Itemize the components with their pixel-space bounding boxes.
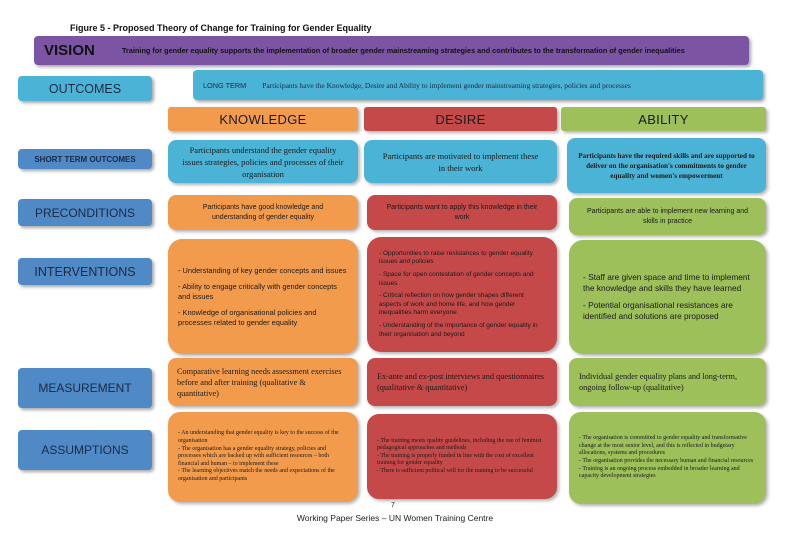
short-term-ability: Participants have the required skills an…	[567, 138, 766, 193]
outcomes-label: OUTCOMES	[18, 76, 152, 101]
short-term-outcomes-label: SHORT TERM OUTCOMES	[18, 149, 152, 169]
intervention-item: - Critical reflection on how gender shap…	[379, 292, 524, 317]
page-number: 7	[391, 502, 395, 509]
precondition-ability: Participants are able to implement new l…	[569, 198, 766, 235]
column-header-ability: ABILITY	[561, 107, 766, 131]
short-term-knowledge: Participants understand the gender equal…	[168, 140, 358, 183]
assumption-item: - The learning objectives match the need…	[178, 468, 335, 482]
intervention-item: - Opportunities to raise resistances to …	[379, 249, 533, 266]
assumption-item: - The organisation has a gender equality…	[178, 445, 330, 467]
measurement-knowledge: Comparative learning needs assessment ex…	[168, 358, 358, 406]
vision-text: Training for gender equality supports th…	[122, 46, 685, 55]
footer-text: Working Paper Series – UN Women Training…	[296, 513, 494, 523]
vision-bar: VISION Training for gender equality supp…	[34, 36, 749, 65]
intervention-item: - Knowledge of organisational policies a…	[178, 307, 317, 327]
interventions-knowledge: - Understanding of key gender concepts a…	[168, 239, 358, 354]
preconditions-label: PRECONDITIONS	[18, 199, 152, 226]
assumption-item: - An understanding that gender equality …	[178, 430, 339, 445]
assumptions-label: ASSUMPTIONS	[18, 430, 152, 470]
assumption-item: - The organisation is committed to gende…	[579, 435, 747, 457]
assumption-item: - The organisation provides the necessar…	[579, 458, 754, 464]
intervention-item: - Space for open contestation of gender …	[379, 271, 534, 287]
long-term-text: Participants have the Knowledge, Desire …	[262, 80, 631, 90]
interventions-ability: - Staff are given space and time to impl…	[569, 240, 766, 354]
intervention-item: - Potential organisational resistances a…	[583, 300, 733, 321]
intervention-item: - Staff are given space and time to impl…	[583, 272, 750, 293]
long-term-tag: LONG TERM	[203, 80, 247, 90]
interventions-desire: - Opportunities to raise resistances to …	[367, 237, 557, 352]
column-header-knowledge: KNOWLEDGE	[168, 107, 358, 131]
precondition-knowledge: Participants have good knowledge and und…	[168, 195, 358, 230]
interventions-label: INTERVENTIONS	[18, 258, 152, 285]
assumption-item: - The training is properly funded in lin…	[377, 452, 534, 467]
assumption-item: - The training meets quality guidelines,…	[377, 437, 542, 452]
intervention-item: - Understanding of the importance of gen…	[379, 321, 538, 338]
intervention-item: - Ability to engage critically with gend…	[178, 281, 337, 301]
figure-title: Figure 5 - Proposed Theory of Change for…	[70, 23, 372, 33]
assumptions-ability: - The organisation is committed to gende…	[569, 412, 766, 504]
short-term-desire: Participants are motivated to implement …	[364, 140, 557, 183]
measurement-label: MEASUREMENT	[18, 368, 152, 408]
measurement-ability: Individual gender equality plans and lon…	[569, 358, 766, 406]
measurement-desire: Ex-ante and ex-post interviews and quest…	[367, 358, 557, 406]
precondition-desire: Participants want to apply this knowledg…	[367, 195, 557, 230]
assumptions-desire: - The training meets quality guidelines,…	[367, 414, 557, 499]
assumption-item: - Training is an ongoing process embedde…	[579, 465, 740, 480]
long-term-outcome: LONG TERM Participants have the Knowledg…	[193, 70, 763, 100]
intervention-item: - Understanding of key gender concepts a…	[178, 265, 347, 275]
vision-label: VISION	[44, 42, 95, 59]
assumptions-knowledge: - An understanding that gender equality …	[168, 412, 358, 502]
column-header-desire: DESIRE	[364, 107, 557, 131]
assumption-item: - There is sufficient political will for…	[377, 467, 533, 474]
